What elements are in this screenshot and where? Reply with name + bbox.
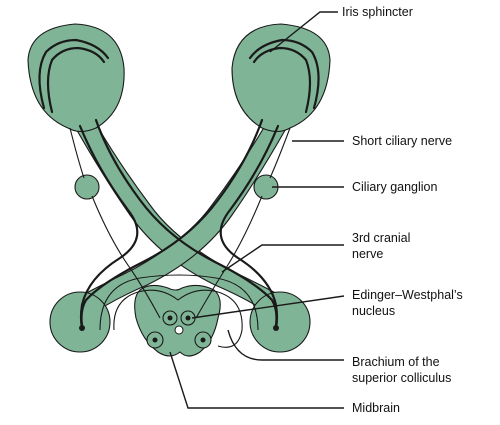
label-midbrain: Midbrain [352,401,400,415]
leader-brachium [227,329,344,361]
label-ciliary-ganglion: Ciliary ganglion [352,180,438,194]
label-third-cranial-line2: nerve [352,247,383,261]
left-ew-nucleus-dot [167,315,173,321]
label-iris-sphincter: Iris sphincter [342,5,413,19]
right-iris-nerve-inner [252,46,312,114]
brachium-loop [113,289,243,348]
leader-edinger-westphal [191,295,345,319]
leader-third-cranial-nerve [221,244,344,273]
aqueduct [174,325,184,335]
label-edinger-westphal-line2: nucleus [352,304,395,318]
left-third-nerve [91,195,161,319]
right-tract-end [249,291,311,353]
right-iris-nerve [248,38,320,110]
leader-midbrain [169,351,344,409]
left-pretectal-dot [152,337,158,343]
brachium-outer [99,274,259,331]
label-short-ciliary-nerve: Short ciliary nerve [352,134,452,148]
left-tract-dot [79,325,85,331]
left-iris-nerve [38,38,110,110]
left-short-ciliary-nerve [69,127,85,179]
right-tract-dot [273,325,279,331]
right-pretectal-dot [200,337,206,343]
label-third-cranial-line1: 3rd cranial [352,231,410,245]
leader-iris-sphincter [269,11,338,53]
right-third-nerve [195,195,263,319]
right-short-ciliary-nerve [269,127,291,179]
left-ciliary-ganglion [74,174,100,200]
left-iris-nerve-inner [46,46,106,114]
label-brachium-line1: Brachium of the [352,355,440,369]
right-ew-nucleus-dot [185,315,191,321]
left-tract-end [49,291,111,353]
left-retinal-fiber-crossing [94,118,278,327]
label-brachium-line2: superior colliculus [352,371,451,385]
label-edinger-westphal-line1: Edinger–Westphal’s [352,288,463,302]
right-retinal-fiber-crossing [80,118,264,327]
right-retinal-fiber-uncrossed [219,124,280,330]
